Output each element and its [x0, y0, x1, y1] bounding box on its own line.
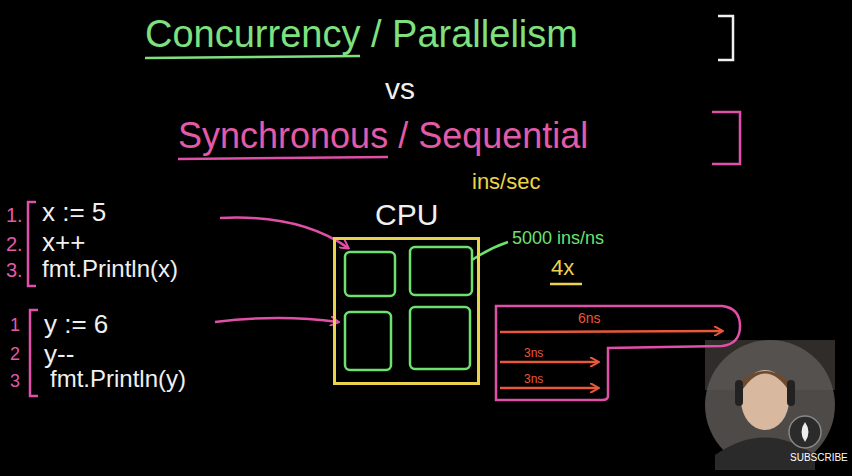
- code-line: x := 5: [42, 198, 106, 227]
- webcam-face: [741, 370, 789, 430]
- flow-arrow: [220, 218, 348, 248]
- line-number: 3: [10, 372, 20, 392]
- box-heading: CPU: [375, 198, 438, 231]
- time-arrow: [500, 361, 598, 364]
- bracket: [712, 112, 740, 164]
- code-line: fmt.Println(x): [42, 256, 178, 282]
- channel-icon: [789, 416, 821, 448]
- code-bracket: [30, 310, 38, 396]
- line-number: 3.: [6, 259, 23, 281]
- line-number: 1: [10, 316, 20, 336]
- cpu-core: [345, 312, 391, 370]
- underline: [550, 283, 582, 286]
- watermark: SUBSCRIBE: [790, 452, 848, 463]
- code-line: x++: [42, 228, 85, 257]
- cpu-core: [345, 252, 395, 296]
- time-arrow: [500, 331, 722, 332]
- webcam-headphone: [787, 380, 795, 406]
- code-bracket: [28, 202, 36, 286]
- bracket: [718, 16, 733, 60]
- panel-border: [496, 306, 740, 400]
- speed-label: 5000 ins/ns: [512, 229, 604, 249]
- duration-label: 6ns: [578, 311, 601, 326]
- webcam-frame: [705, 340, 835, 470]
- code-line: y--: [44, 340, 74, 369]
- line-number: 1.: [6, 204, 23, 226]
- flame-icon: [802, 422, 809, 442]
- duration-label: 3ns: [524, 373, 543, 386]
- title: Concurrency / Parallelism: [145, 14, 578, 56]
- flow-arrow: [215, 318, 338, 322]
- time-arrow: [500, 387, 598, 390]
- cpu-core: [410, 247, 472, 295]
- webcam-hair: [741, 371, 790, 392]
- line-number: 2: [10, 345, 20, 365]
- webcam-headphone: [735, 380, 743, 406]
- versus-label: vs: [385, 72, 415, 105]
- code-line: y := 6: [44, 310, 108, 339]
- underline: [178, 157, 388, 159]
- unit-label: ins/sec: [472, 170, 540, 194]
- subtitle: Synchronous / Sequential: [178, 116, 588, 156]
- underline: [145, 56, 360, 58]
- code-line: fmt.Println(y): [50, 366, 186, 392]
- multiplier-label: 4x: [551, 256, 574, 280]
- duration-label: 3ns: [524, 347, 543, 360]
- cpu-core: [410, 307, 470, 369]
- cpu-box: CPU: [333, 237, 480, 385]
- line-number: 2.: [6, 233, 23, 255]
- timing-panel: 6ns 3ns 3ns: [490, 300, 745, 405]
